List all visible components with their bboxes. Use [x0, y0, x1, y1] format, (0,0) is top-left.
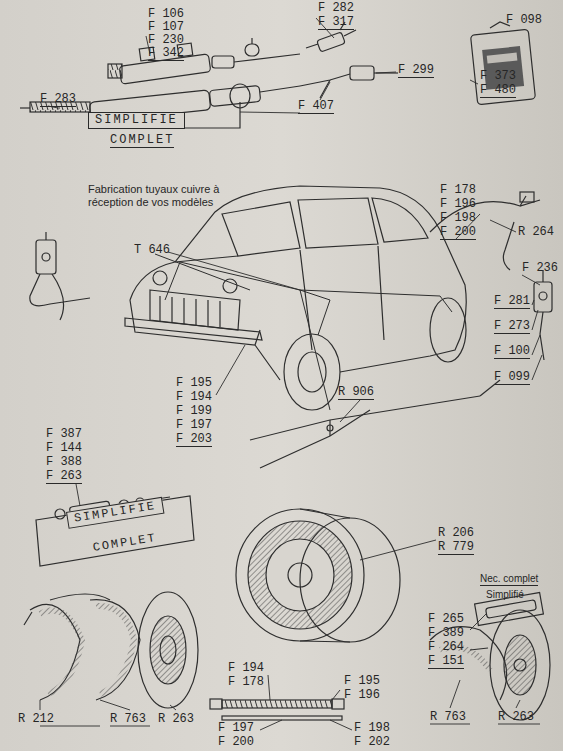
- part-number: F 200: [218, 736, 254, 749]
- kit-label: COMPLET: [92, 532, 158, 555]
- part-number: F 282: [318, 2, 354, 15]
- part-number: F 196: [344, 689, 380, 702]
- part-number: F 178: [440, 184, 476, 197]
- part-number: F 178: [228, 676, 264, 689]
- part-number: F 196: [440, 198, 476, 211]
- part-number: F 265: [428, 613, 464, 626]
- part-number: F 203: [176, 433, 212, 447]
- part-number: F 106: [148, 8, 184, 21]
- kit-label: SIMPLIFIE: [88, 112, 185, 129]
- note-text: Fabrication tuyaux cuivre à réception de…: [88, 183, 260, 209]
- part-number: F 144: [46, 442, 82, 455]
- part-number: R 906: [338, 386, 374, 400]
- wiring-switch: [30, 232, 90, 320]
- part-number: F 480: [480, 84, 516, 98]
- part-number: F 151: [428, 655, 464, 669]
- part-number: F 107: [148, 21, 184, 34]
- part-number: F 199: [176, 405, 212, 418]
- master-cylinder: [108, 38, 300, 84]
- wheel-cylinder: [36, 496, 194, 566]
- part-number: F 100: [494, 345, 530, 359]
- part-number: T 646: [134, 244, 170, 257]
- part-number: F 264: [428, 641, 464, 654]
- brake-hoses: [210, 699, 344, 720]
- part-number: F 194: [228, 662, 264, 675]
- part-number: R 763: [430, 711, 466, 724]
- part-number: F 389: [428, 627, 464, 640]
- part-number: F 388: [46, 456, 82, 469]
- kit-label: COMPLET: [110, 134, 174, 148]
- part-number: F 342: [148, 47, 184, 61]
- part-number: F 299: [398, 64, 434, 78]
- handbrake-rods: [250, 380, 500, 468]
- part-number: F 236: [522, 262, 558, 275]
- part-number: F 197: [218, 722, 254, 735]
- part-number: F 202: [354, 736, 390, 749]
- part-number: R 763: [110, 713, 146, 726]
- front-brake-assembly: [24, 592, 198, 708]
- part-number: R 264: [518, 226, 554, 239]
- note-text: Simplifié: [486, 589, 524, 601]
- part-number: F 387: [46, 428, 82, 441]
- part-number: F 230: [148, 34, 184, 47]
- part-number: F 099: [494, 371, 530, 385]
- leader-lines: [40, 18, 542, 730]
- part-number: F 098: [506, 14, 542, 27]
- part-number: F 317: [318, 16, 354, 30]
- part-number: F 283: [40, 93, 76, 107]
- part-number: F 281: [494, 295, 530, 309]
- part-number: F 407: [298, 100, 334, 114]
- renault-4cv-body: [125, 186, 466, 410]
- rear-drum: [236, 509, 400, 642]
- part-number: F 273: [494, 320, 530, 334]
- part-number: F 198: [440, 212, 476, 225]
- part-number: F 263: [46, 470, 82, 484]
- note-text: Nec. complet: [480, 573, 538, 586]
- part-number: F 195: [344, 675, 380, 688]
- simplified-cylinder: [20, 84, 300, 128]
- part-number: R 263: [158, 713, 194, 726]
- pipe-union: [300, 66, 398, 98]
- part-number: R 212: [18, 713, 54, 726]
- part-number: F 195: [176, 377, 212, 390]
- part-number: R 779: [438, 541, 474, 555]
- part-number: F 194: [176, 391, 212, 404]
- part-number: F 200: [440, 226, 476, 240]
- part-number: R 206: [438, 527, 474, 540]
- fluid-can: [471, 22, 536, 105]
- brake-lines: [155, 254, 452, 410]
- part-number: F 373: [480, 70, 516, 83]
- kit-label: SIMPLIFIE: [66, 497, 164, 529]
- part-number: R 263: [498, 711, 534, 724]
- part-number: F 197: [176, 419, 212, 432]
- part-number: F 198: [354, 722, 390, 735]
